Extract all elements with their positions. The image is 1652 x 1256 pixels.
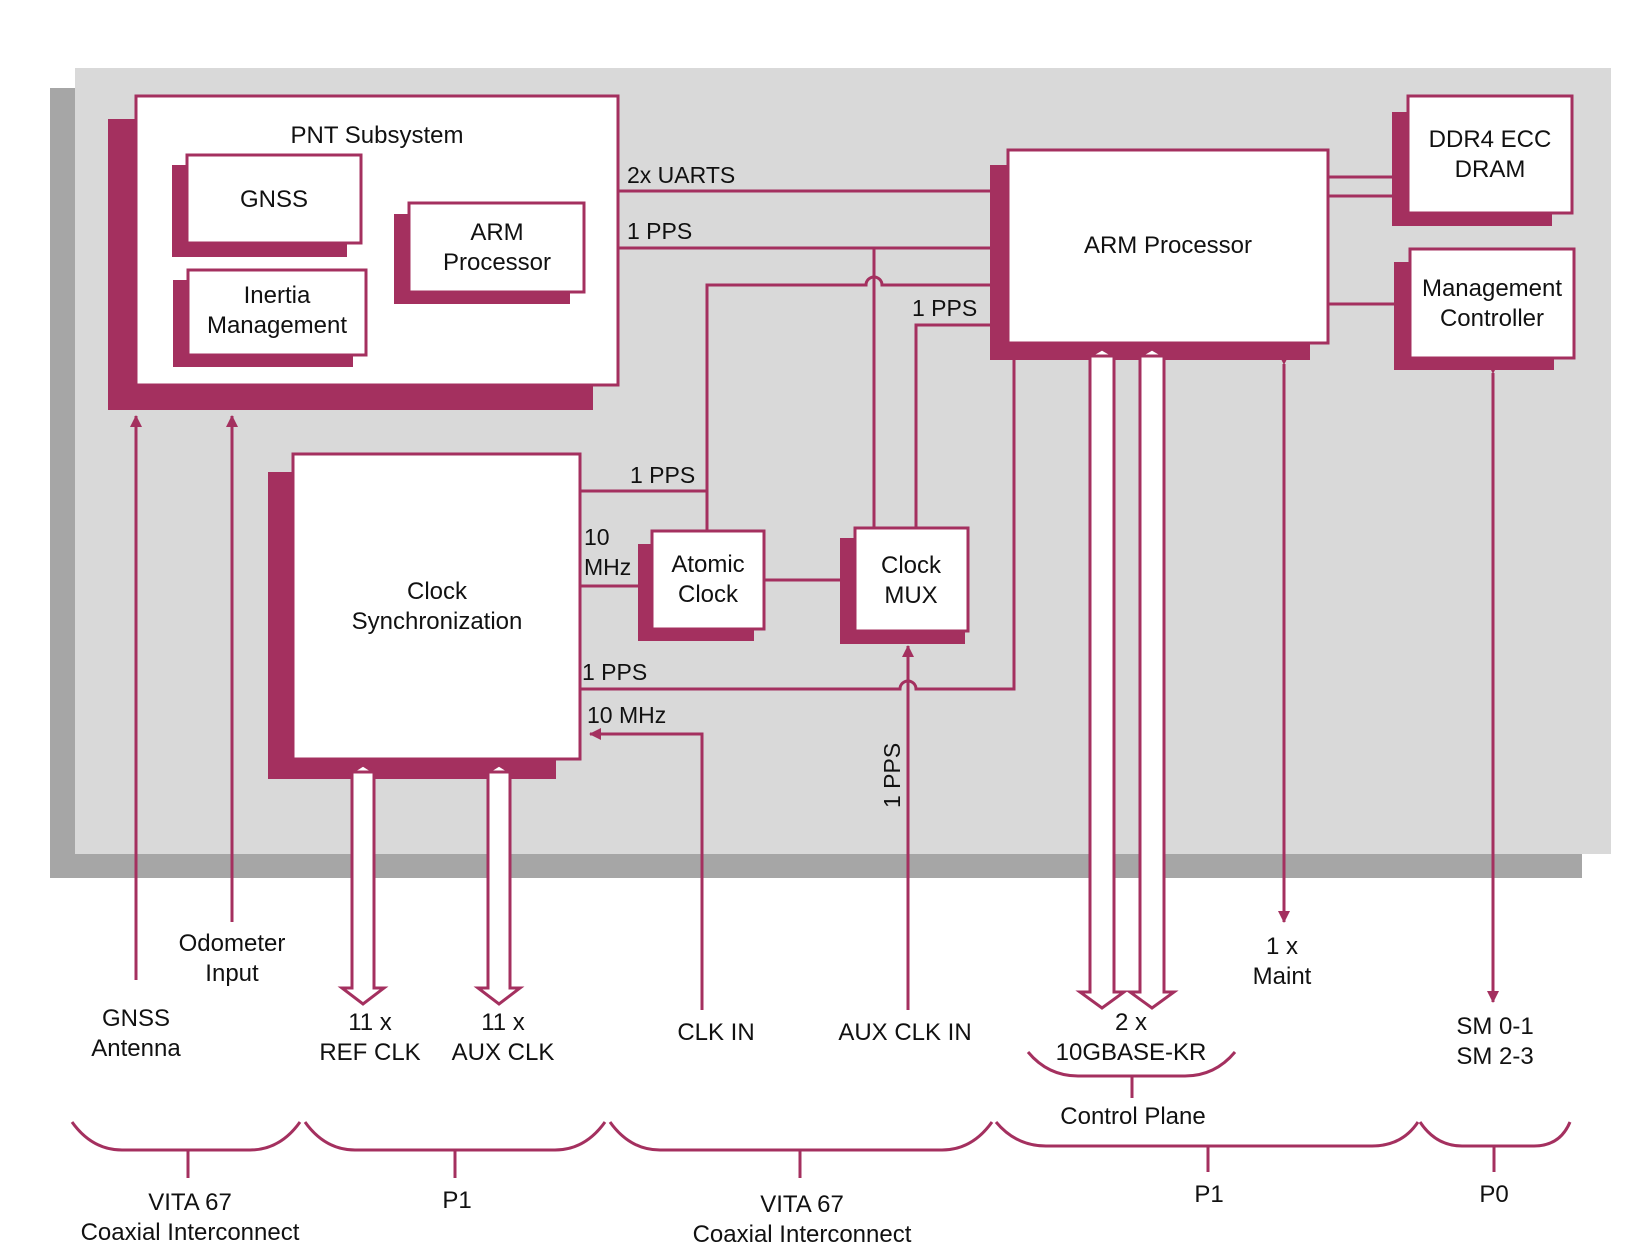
arm-processor-block: [1006, 148, 1330, 345]
tengbase-label-line1: 2 x: [1115, 1009, 1147, 1036]
signal-lines: [580, 175, 1394, 691]
inertia-label-line2: Management: [207, 312, 347, 339]
pnt-arm-label-line2: Processor: [443, 249, 551, 276]
atomic-clock-block: [650, 529, 766, 631]
clock-sync-label-line1: Clock: [407, 578, 468, 605]
aux-clk-label-line1: 11 x: [481, 1009, 525, 1036]
pps-arm-top-label: 1 PPS: [627, 218, 692, 244]
clk-in-label: CLK IN: [677, 1019, 754, 1046]
aux-clk-in-label: AUX CLK IN: [838, 1019, 971, 1046]
inertia-block: [186, 268, 368, 357]
maint-label-line2: Maint: [1253, 963, 1312, 990]
uarts-label: 2x UARTS: [627, 162, 735, 188]
pnt-arm-block: [407, 201, 586, 294]
connector-p1-left: P1: [442, 1187, 471, 1214]
ref-clk-bus-arrow: [337, 763, 389, 1006]
ddr4-label-line2: DRAM: [1455, 156, 1526, 183]
odometer-label-line1: Odometer: [179, 930, 286, 957]
io-lines: [130, 353, 1499, 1010]
pps-arm-mux-label: 1 PPS: [912, 295, 977, 321]
ten-mhz-in-label: 10 MHz: [587, 702, 666, 728]
ref-clk-label-line2: REF CLK: [319, 1039, 420, 1066]
maint-label-line1: 1 x: [1266, 933, 1298, 960]
ten-mhz-label-line2: MHz: [584, 554, 631, 580]
sm-label-line1: SM 0-1: [1456, 1013, 1533, 1040]
connector-braces: [70, 1121, 1572, 1178]
connector-p1-right: P1: [1194, 1181, 1223, 1208]
pps-sync-bottom-label: 1 PPS: [582, 659, 647, 685]
pnt-arm-label-line1: ARM: [470, 219, 523, 246]
gnss-antenna-label-line2: Antenna: [91, 1035, 181, 1062]
tengbase-bus-arrow-left: [1075, 347, 1129, 1010]
pps-vertical-label: 1 PPS: [879, 743, 905, 808]
clock-sync-label-line2: Synchronization: [352, 608, 523, 635]
clock-mux-label-line2: MUX: [884, 582, 937, 609]
gnss-block: [185, 153, 363, 245]
clock-mux-block: [853, 526, 970, 633]
ref-clk-label-line1: 11 x: [348, 1009, 392, 1036]
mgmt-label-line1: Management: [1422, 275, 1562, 302]
clock-sync-block: [291, 452, 582, 761]
connector-p0: P0: [1479, 1181, 1508, 1208]
ddr4-label-line1: DDR4 ECC: [1429, 126, 1552, 153]
atomic-clock-label-line1: Atomic: [671, 551, 744, 578]
tengbase-bus-arrow-right: [1125, 347, 1179, 1010]
arm-processor-label: ARM Processor: [1084, 232, 1252, 259]
sm-label-line2: SM 2-3: [1456, 1043, 1533, 1070]
pps-sync-top-label: 1 PPS: [630, 462, 695, 488]
connector-vita67-mid-line1: VITA 67: [760, 1191, 844, 1218]
gnss-label: GNSS: [240, 186, 308, 213]
aux-clk-bus-arrow: [473, 763, 525, 1006]
bus-arrows: [337, 347, 1179, 1010]
atomic-clock-label-line2: Clock: [678, 581, 739, 608]
connector-vita67-left-line2: Coaxial Interconnect: [81, 1219, 300, 1246]
connector-vita67-left-line1: VITA 67: [148, 1189, 232, 1216]
clock-mux-label-line1: Clock: [881, 552, 942, 579]
inertia-label-line1: Inertia: [244, 282, 311, 309]
mgmt-block: [1408, 247, 1576, 360]
tengbase-label-line2: 10GBASE-KR: [1056, 1039, 1207, 1066]
ten-mhz-label-line1: 10: [584, 524, 610, 550]
gnss-antenna-label-line1: GNSS: [102, 1005, 170, 1032]
pnt-subsystem-label: PNT Subsystem: [291, 122, 464, 149]
aux-clk-label-line2: AUX CLK: [452, 1039, 555, 1066]
ddr4-block: [1406, 94, 1574, 215]
odometer-label-line2: Input: [205, 960, 259, 987]
connector-vita67-mid-line2: Coaxial Interconnect: [693, 1221, 912, 1248]
control-plane-brace: [1026, 1051, 1237, 1098]
mgmt-label-line2: Controller: [1440, 305, 1544, 332]
control-plane-label: Control Plane: [1060, 1103, 1205, 1130]
